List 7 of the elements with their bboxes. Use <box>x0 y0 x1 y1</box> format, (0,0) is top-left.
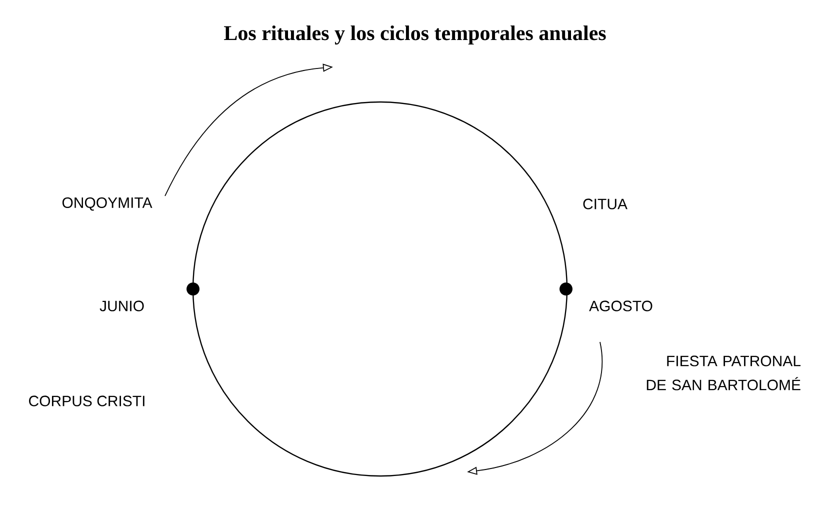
month-label: FIESTA PATRONAL DE SAN BARTOLOMÉ <box>646 356 800 390</box>
month-label: ONQOYMITA <box>62 197 152 211</box>
title: Los rituales y los ciclos temporales anuales <box>224 25 606 45</box>
month-label: AGOSTO <box>589 300 652 312</box>
month-label: JUNIO <box>100 300 144 312</box>
month-label: CITUA <box>583 198 628 210</box>
month-label: CORPUS CRISTI <box>29 396 144 406</box>
